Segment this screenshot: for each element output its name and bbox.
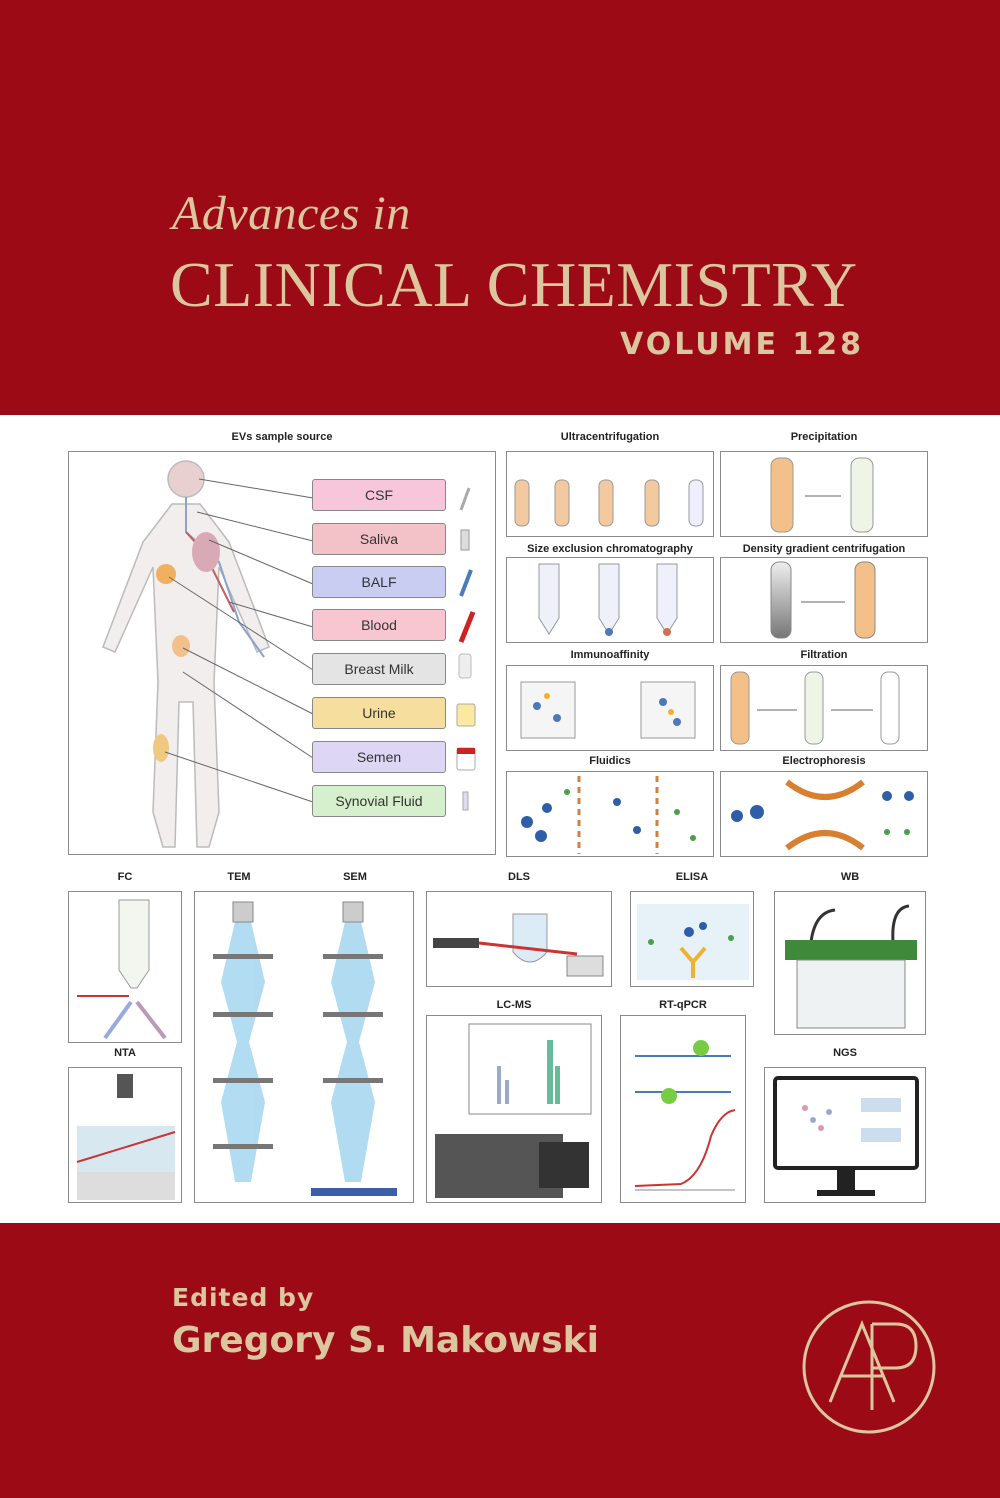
panel-title-nta: NTA: [114, 1047, 136, 1059]
panel-title-rtqpcr: RT-qPCR: [659, 999, 707, 1011]
panel-title-dls: DLS: [508, 871, 530, 883]
panel-title-ngs: NGS: [833, 1047, 857, 1059]
title-band: Advances in CLINICAL CHEMISTRY VOLUME 12…: [0, 0, 1000, 415]
panel-title-elisa: ELISA: [675, 871, 709, 883]
editor-name: Gregory S. Makowski: [172, 1320, 599, 1361]
series-title-line2: CLINICAL CHEMISTRY: [170, 249, 858, 320]
precipitation-panel: [720, 451, 928, 537]
panel-title-wb: WB: [840, 871, 860, 883]
filtration-panel: [720, 665, 928, 751]
dls-panel: [426, 891, 612, 987]
source-semen: Semen: [312, 741, 446, 773]
source-urine: Urine: [312, 697, 446, 729]
fluidics-panel: [506, 771, 714, 857]
elisa-panel: [630, 891, 754, 987]
panel-title-source: EVs sample source: [231, 431, 333, 443]
cover-illustration: EVs sample source: [0, 415, 1000, 1223]
nta-panel: [68, 1067, 182, 1203]
panel-title-sec: Size exclusion chromatography: [527, 543, 693, 555]
volume-number: VOLUME 128: [620, 327, 865, 362]
edited-by-label: Edited by: [172, 1283, 315, 1312]
density-gradient-panel: [720, 557, 928, 643]
source-synovial-fluid: Synovial Fluid: [312, 785, 446, 817]
source-saliva: Saliva: [312, 523, 446, 555]
panel-title-precipitation: Precipitation: [790, 431, 858, 443]
panel-title-fluidics: Fluidics: [589, 755, 631, 767]
sec-panel: [506, 557, 714, 643]
tem-sem-panel: [194, 891, 414, 1203]
source-csf: CSF: [312, 479, 446, 511]
panel-title-filtration: Filtration: [800, 649, 848, 661]
panel-title-ultracentrifugation: Ultracentrifugation: [560, 431, 660, 443]
series-title-line1: Advances in: [172, 187, 411, 240]
fc-panel: [68, 891, 182, 1043]
rtqpcr-panel: [620, 1015, 746, 1203]
panel-title-electrophoresis: Electrophoresis: [782, 755, 866, 767]
panel-title-tem: TEM: [227, 871, 251, 883]
panel-title-lcms: LC-MS: [496, 999, 532, 1011]
immunoaffinity-panel: [506, 665, 714, 751]
source-blood: Blood: [312, 609, 446, 641]
wb-panel: [774, 891, 926, 1035]
editor-band: [0, 1223, 1000, 1498]
source-breast-milk: Breast Milk: [312, 653, 446, 685]
ultracentrifugation-panel: [506, 451, 714, 537]
panel-title-fc: FC: [117, 871, 133, 883]
panel-title-sem: SEM: [343, 871, 367, 883]
human-body-icon: [102, 460, 476, 848]
panel-title-density: Density gradient centrifugation: [742, 543, 906, 555]
source-balf: BALF: [312, 566, 446, 598]
electrophoresis-panel: [720, 771, 928, 857]
sample-vial-icons: [456, 487, 476, 811]
panel-title-immunoaffinity: Immunoaffinity: [570, 649, 650, 661]
ngs-panel: [764, 1067, 926, 1203]
academic-press-logo: [802, 1300, 936, 1434]
lcms-panel: [426, 1015, 602, 1203]
